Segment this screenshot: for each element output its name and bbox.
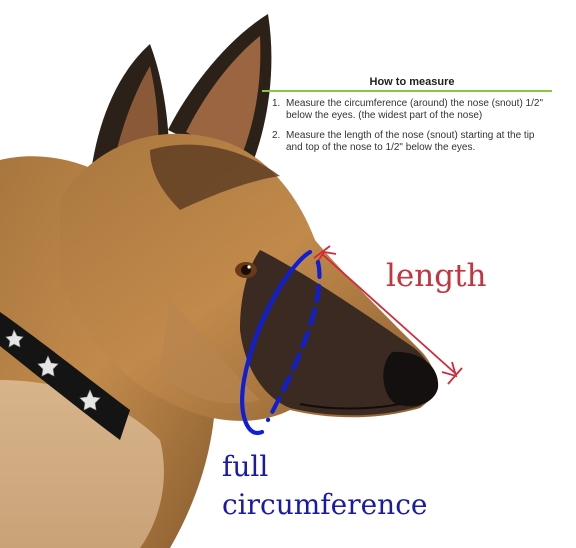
- circumference-label-line1: full: [222, 450, 269, 483]
- title-rule: [262, 90, 552, 92]
- instruction-step: 1. Measure the circumference (around) th…: [272, 98, 552, 121]
- instructions-panel: How to measure 1. Measure the circumfere…: [262, 76, 552, 162]
- circumference-loop: [240, 249, 322, 436]
- star-stud-icon: [5, 329, 101, 411]
- instruction-step: 2. Measure the length of the nose (snout…: [272, 130, 552, 153]
- step-text: Measure the length of the nose (snout) s…: [286, 130, 535, 153]
- step-text: Measure the circumference (around) the n…: [286, 98, 544, 121]
- step-number: 1.: [272, 98, 281, 109]
- dog-collar: [0, 312, 130, 440]
- dog-nose: [383, 351, 439, 407]
- circumference-label-line2: circumference: [222, 488, 428, 521]
- length-label: length: [386, 258, 487, 294]
- length-arrow: [313, 245, 463, 385]
- instructions-list: 1. Measure the circumference (around) th…: [272, 98, 552, 153]
- instructions-title: How to measure: [369, 76, 455, 88]
- step-number: 2.: [272, 130, 281, 141]
